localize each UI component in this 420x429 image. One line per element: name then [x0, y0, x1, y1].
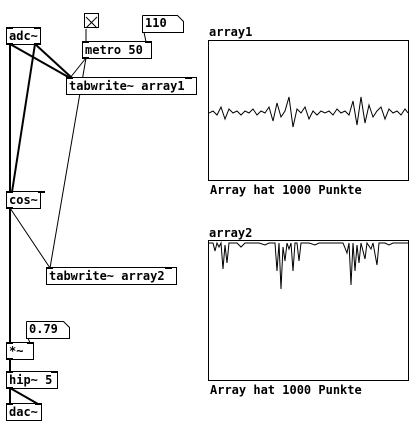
adc-label: adc~ — [9, 29, 38, 43]
gain-value: 0.79 — [29, 322, 58, 336]
dac-label: dac~ — [9, 405, 38, 419]
array2-name: array2 — [209, 226, 253, 240]
dac-object[interactable]: dac~ — [6, 403, 42, 421]
multiply-object[interactable]: *~ — [6, 342, 34, 360]
tabwrite-array1-label: tabwrite~ array1 — [69, 79, 185, 93]
array2-graph[interactable] — [208, 240, 409, 381]
metro-interval-value: 110 — [145, 16, 167, 30]
array1-waveform — [208, 96, 409, 128]
tabwrite-array2-object[interactable]: tabwrite~ array2 — [46, 267, 177, 285]
array2-waveform — [209, 241, 408, 290]
metro-object[interactable]: metro 50 — [82, 41, 152, 59]
cos-label: cos~ — [9, 193, 38, 207]
hip-label: hip~ 5 — [9, 373, 53, 387]
toggle-x-icon — [85, 16, 98, 29]
gain-number[interactable]: 0.79 — [26, 321, 70, 339]
metro-interval-number[interactable]: 110 — [142, 15, 184, 33]
tabwrite-array1-object[interactable]: tabwrite~ array1 — [66, 77, 197, 95]
cos-object[interactable]: cos~ — [6, 191, 45, 209]
array1-graph[interactable] — [208, 40, 409, 181]
toggle-checkbox[interactable] — [84, 13, 99, 29]
adc-object[interactable]: adc~ — [6, 27, 41, 45]
multiply-label: *~ — [9, 344, 24, 358]
array1-caption: Array hat 1000 Punkte — [210, 183, 362, 197]
array1-name: array1 — [209, 25, 253, 39]
metro-label: metro 50 — [85, 43, 143, 57]
hip-object[interactable]: hip~ 5 — [6, 371, 58, 389]
tabwrite-array2-label: tabwrite~ array2 — [49, 269, 165, 283]
array2-caption: Array hat 1000 Punkte — [210, 383, 362, 397]
